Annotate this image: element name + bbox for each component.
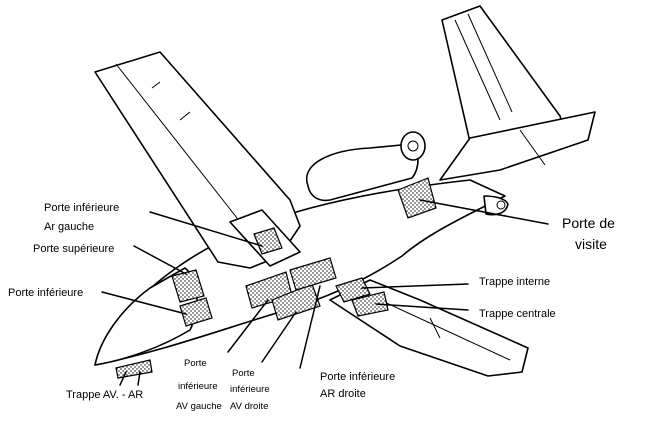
- label-porte-superieure: Porte supérieure: [33, 243, 114, 255]
- engine-nacelle: [305, 131, 426, 202]
- tail-plane: [439, 111, 596, 181]
- trappe-av-ar-panel: [115, 359, 153, 379]
- label-porte-inf-av-gauche-1: Porte: [184, 358, 207, 369]
- label-porte-inferieure: Porte inférieure: [8, 287, 83, 299]
- label-porte-inf-av-gauche-2: inférieure: [178, 381, 218, 392]
- label-trappe-av-ar: Trappe AV. - AR: [66, 389, 143, 401]
- label-porte-inf-ar-droite-2: AR droite: [320, 388, 366, 400]
- porte-de-visite-panel: [397, 177, 437, 219]
- label-porte-inf-av-gauche-3: AV gauche: [176, 401, 222, 412]
- label-porte-inf-ar-gauche-1: Porte inférieure: [44, 202, 119, 214]
- label-porte-inf-av-droite-1: Porte: [232, 368, 255, 379]
- label-porte-visite-2: visite: [575, 236, 607, 252]
- trappe-interne-panel: [335, 277, 371, 303]
- leader-lines: [101, 199, 549, 386]
- label-porte-inf-ar-gauche-2: Ar gauche: [44, 221, 94, 233]
- label-porte-inf-av-droite-2: inférieure: [230, 384, 270, 395]
- trappe-centrale-panel: [351, 291, 389, 317]
- porte-superieure-panel: [171, 269, 205, 303]
- label-porte-inf-ar-droite-1: Porte inférieure: [320, 371, 395, 383]
- label-trappe-centrale: Trappe centrale: [479, 308, 556, 320]
- porte-inf-ar-gauche-panel: [253, 227, 283, 255]
- label-trappe-interne: Trappe interne: [479, 276, 550, 288]
- label-porte-visite-1: Porte de: [562, 215, 615, 231]
- porte-inferieure-panel: [179, 297, 213, 327]
- label-porte-inf-av-droite-3: AV droite: [230, 401, 268, 412]
- porte-inf-ar-droite-panel: [289, 257, 337, 291]
